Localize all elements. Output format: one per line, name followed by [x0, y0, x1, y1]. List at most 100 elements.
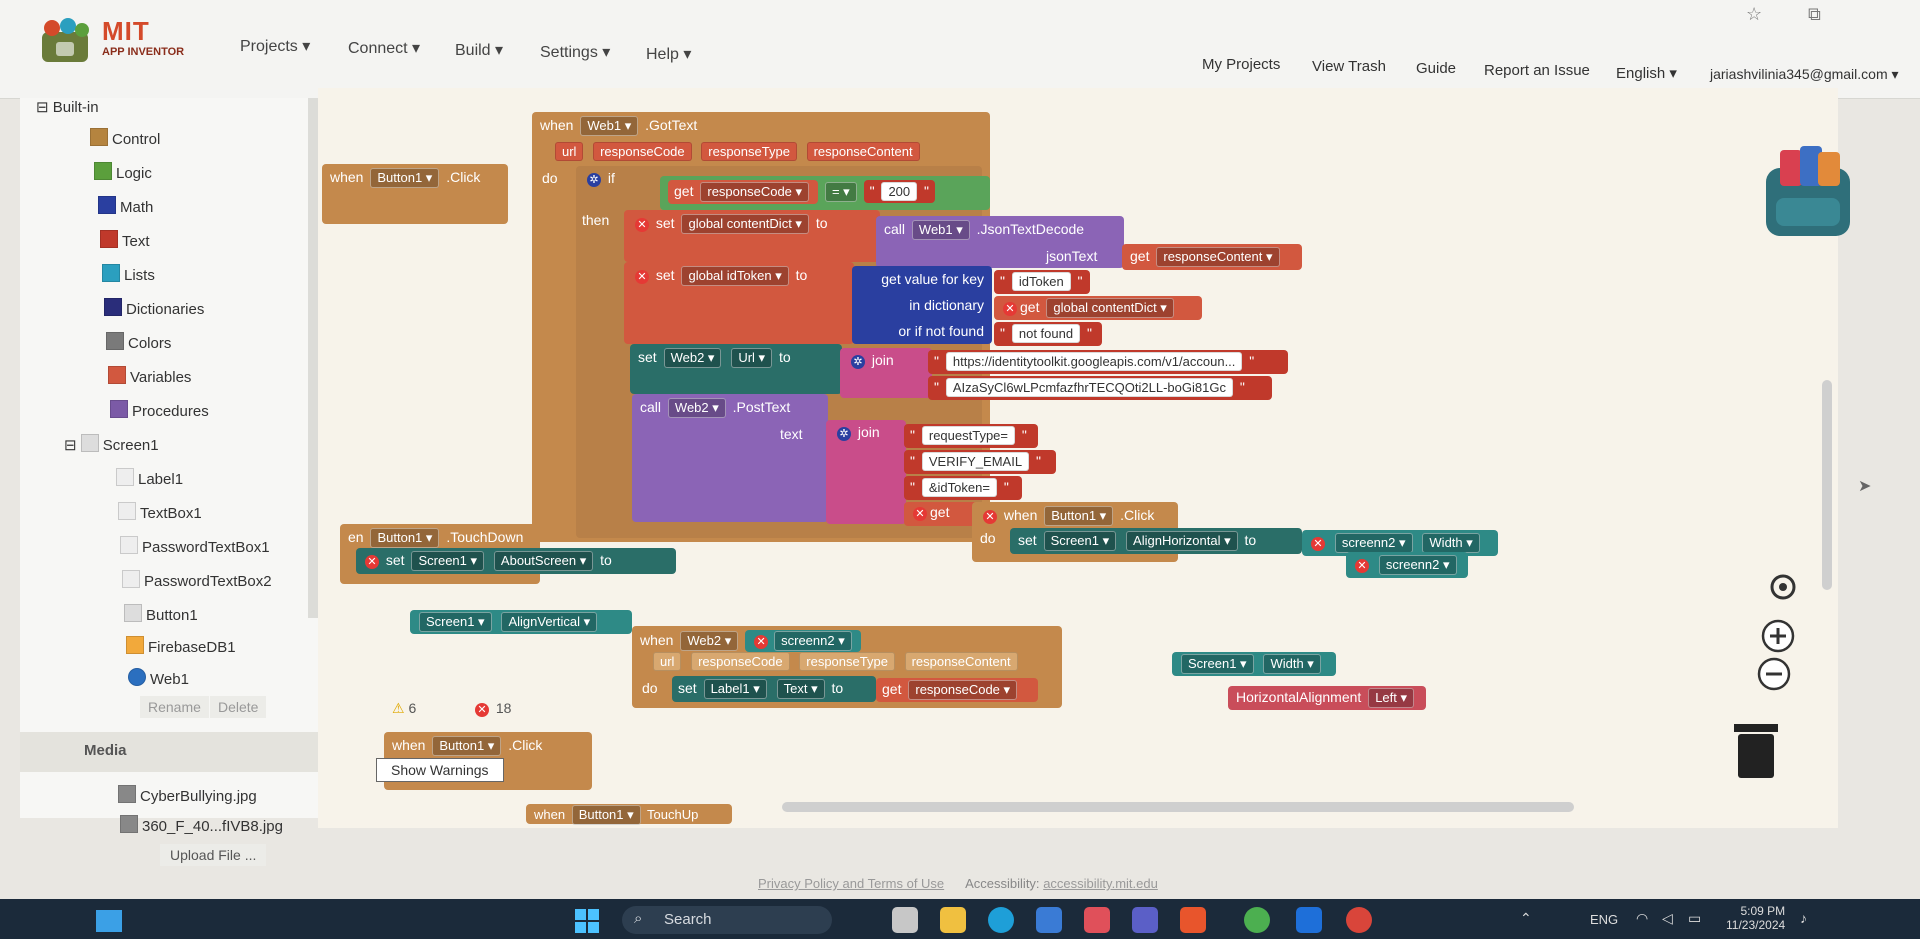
component-dropdown[interactable]: Label1 ▾: [703, 679, 767, 699]
component-dropdown[interactable]: Screen1 ▾: [1043, 531, 1117, 551]
variable-dropdown[interactable]: responseCode ▾: [700, 182, 810, 202]
variable-dropdown[interactable]: global contentDict ▾: [1046, 298, 1174, 318]
menu-settings[interactable]: Settings ▾: [540, 44, 611, 61]
dictionary-lookup-block[interactable]: get value for key in dictionary or if no…: [852, 266, 992, 344]
component-label1[interactable]: Label1: [116, 468, 183, 488]
text-requesttype-block[interactable]: " requestType= ": [904, 424, 1038, 448]
category-lists[interactable]: Lists: [102, 264, 155, 284]
param-responsetype[interactable]: responseType: [799, 652, 895, 671]
mail-icon[interactable]: [1084, 907, 1110, 933]
param-url[interactable]: url: [653, 652, 682, 671]
screen1-width-block[interactable]: Screen1 ▾ Width ▾: [1172, 652, 1336, 676]
text-value[interactable]: VERIFY_EMAIL: [921, 452, 1030, 471]
link-my-projects[interactable]: My Projects: [1202, 56, 1281, 73]
error-icon[interactable]: ✕: [1003, 302, 1017, 316]
category-math[interactable]: Math: [98, 196, 153, 216]
text-value[interactable]: not found: [1011, 324, 1081, 343]
variable-dropdown[interactable]: global idToken ▾: [681, 266, 789, 286]
text-idtokeneq-block[interactable]: " &idToken= ": [904, 476, 1022, 500]
alignment-dropdown[interactable]: Left ▾: [1368, 688, 1415, 708]
mutator-gear-icon[interactable]: ✲: [587, 173, 601, 187]
category-variables[interactable]: Variables: [108, 366, 191, 386]
component-dropdown[interactable]: Web1 ▾: [911, 220, 970, 240]
property-dropdown[interactable]: Width ▾: [1263, 654, 1321, 674]
folder-icon[interactable]: [940, 907, 966, 933]
set-web2-url-block[interactable]: set Web2 ▾ Url ▾ to: [630, 344, 842, 394]
menu-connect[interactable]: Connect ▾: [348, 40, 421, 57]
tree-screen1[interactable]: ⊟ Screen1: [64, 434, 159, 454]
join-posttext-block[interactable]: ✲ join: [826, 420, 906, 524]
compare-block[interactable]: get responseCode ▾ = ▾ " 200 ": [660, 176, 990, 210]
windows-start-icon[interactable]: [574, 908, 600, 934]
chrome-browser-icon[interactable]: [1244, 907, 1270, 933]
link-view-trash[interactable]: View Trash: [1312, 58, 1386, 75]
get-responsecontent-block[interactable]: get responseContent ▾: [1122, 244, 1302, 270]
property-dropdown[interactable]: AlignHorizontal ▾: [1126, 531, 1238, 551]
component-dropdown[interactable]: screenn2 ▾: [774, 631, 852, 651]
warning-counter[interactable]: ⚠ 6: [392, 700, 416, 717]
call-jsontextdecode-block[interactable]: call Web1 ▾ .JsonTextDecode: [876, 216, 1124, 268]
component-dropdown[interactable]: Screen1 ▾: [411, 551, 485, 571]
menu-projects[interactable]: Projects ▾: [240, 38, 311, 55]
tray-chevron-icon[interactable]: ⌃: [1520, 910, 1532, 926]
upload-file-button[interactable]: Upload File ...: [160, 844, 267, 866]
link-report-issue[interactable]: Report an Issue: [1484, 62, 1590, 79]
text-value[interactable]: &idToken=: [921, 478, 997, 497]
privacy-link[interactable]: Privacy Policy and Terms of Use: [758, 876, 945, 891]
error-icon[interactable]: ✕: [754, 635, 769, 649]
menu-help[interactable]: Help ▾: [646, 46, 692, 63]
get-responsecode-block[interactable]: get responseCode ▾: [668, 180, 819, 204]
variable-dropdown[interactable]: global contentDict ▾: [681, 214, 809, 234]
property-dropdown[interactable]: Width ▾: [1422, 533, 1480, 553]
link-guide[interactable]: Guide: [1416, 60, 1457, 77]
component-dropdown[interactable]: screenn2 ▾: [1334, 533, 1413, 553]
param-responsecontent[interactable]: responseContent: [904, 652, 1018, 671]
component-passwordtextbox1[interactable]: PasswordTextBox1: [120, 536, 270, 556]
call-web2-posttext-block[interactable]: call Web2 ▾ .PostText: [632, 394, 828, 522]
wifi-icon[interactable]: ◠: [1636, 910, 1649, 926]
brave-browser-icon[interactable]: [1180, 907, 1206, 933]
get-contentdict-block[interactable]: ✕get global contentDict ▾: [994, 296, 1202, 320]
set-label1-text-block[interactable]: set Label1 ▾ Text ▾ to: [672, 676, 876, 702]
w-app-icon[interactable]: [1346, 907, 1372, 933]
screenn2-block[interactable]: ✕ screenn2 ▾: [1346, 552, 1468, 578]
menu-build[interactable]: Build ▾: [455, 42, 504, 59]
param-url[interactable]: url: [555, 142, 584, 161]
param-responsecode[interactable]: responseCode: [691, 652, 790, 671]
component-dropdown[interactable]: screenn2 ▾: [1378, 555, 1457, 575]
taskbar-clock[interactable]: 5:09 PM 11/23/2024: [1726, 904, 1785, 932]
category-procedures[interactable]: Procedures: [110, 400, 209, 420]
variable-dropdown[interactable]: responseCode ▾: [908, 680, 1018, 700]
text-value[interactable]: https://identitytoolkit.googleapis.com/v…: [945, 352, 1243, 371]
category-logic[interactable]: Logic: [94, 162, 152, 182]
button1-click-block[interactable]: when Button1 ▾ .Click: [322, 164, 508, 224]
store-icon[interactable]: [1036, 907, 1062, 933]
media-file-cyberbullying[interactable]: CyberBullying.jpg: [118, 785, 257, 805]
mutator-gear-icon[interactable]: ✲: [851, 355, 865, 369]
zoom-out-icon[interactable]: [1756, 656, 1792, 692]
teams-icon[interactable]: [1132, 907, 1158, 933]
star-icon[interactable]: ☆: [1746, 4, 1763, 24]
property-dropdown[interactable]: AboutScreen ▾: [493, 551, 594, 571]
set-idtoken-block[interactable]: ✕ set global idToken ▾ to: [624, 262, 854, 344]
account-menu[interactable]: jariashvilinia345@gmail.com ▾: [1710, 66, 1899, 82]
text-notfound-block[interactable]: " not found ": [994, 322, 1102, 346]
text-value[interactable]: idToken: [1011, 272, 1071, 291]
category-colors[interactable]: Colors: [106, 332, 171, 352]
accessibility-link[interactable]: accessibility.mit.edu: [1043, 876, 1158, 891]
get-responsecode-block-2[interactable]: get responseCode ▾: [876, 678, 1038, 702]
component-passwordtextbox2[interactable]: PasswordTextBox2: [122, 570, 272, 590]
category-control[interactable]: Control: [90, 128, 160, 148]
property-dropdown[interactable]: AlignVertical ▾: [501, 612, 598, 632]
set-contentdict-block[interactable]: ✕ set global contentDict ▾ to: [624, 210, 880, 262]
component-dropdown[interactable]: Web1 ▾: [580, 116, 639, 136]
component-dropdown[interactable]: Web2 ▾: [680, 631, 739, 651]
zoom-in-icon[interactable]: [1760, 618, 1796, 654]
error-icon[interactable]: ✕: [635, 218, 649, 232]
component-dropdown[interactable]: Button1 ▾: [370, 528, 440, 548]
extension-icon[interactable]: ⧉: [1808, 4, 1821, 24]
l-app-icon[interactable]: [1296, 907, 1322, 933]
workspace-horizontal-scrollbar[interactable]: [782, 802, 1574, 812]
text-200-block[interactable]: " 200 ": [863, 180, 935, 203]
screenn2-block[interactable]: ✕ screenn2 ▾: [745, 630, 861, 652]
